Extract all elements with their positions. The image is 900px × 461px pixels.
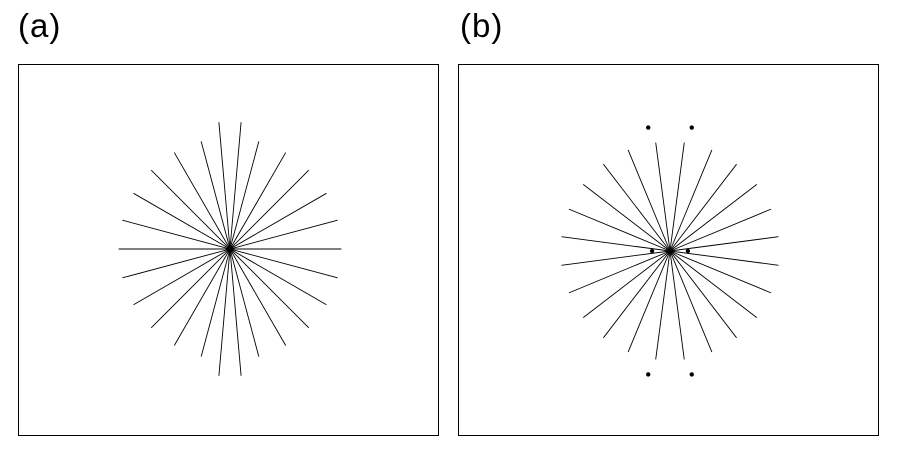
- panel-a-box: [18, 64, 439, 436]
- panel-a-ray-burst: [118, 122, 342, 376]
- panel-b-box: [458, 64, 879, 436]
- panel-a-label: (a): [18, 7, 62, 44]
- panel-b-label: (b): [460, 7, 504, 44]
- panel-b-ray-burst: [561, 125, 779, 377]
